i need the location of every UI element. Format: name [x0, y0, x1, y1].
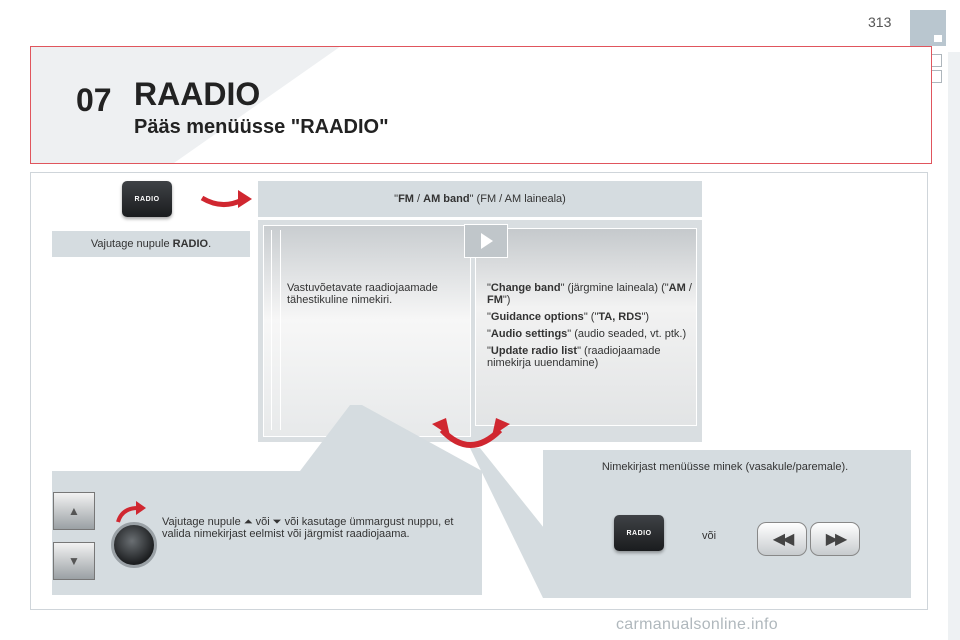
side-strip [948, 52, 960, 640]
arrow-head-knob [136, 501, 146, 515]
up-arrow-button[interactable]: ▲ [53, 492, 95, 530]
seek-back-icon: ◀◀ [772, 531, 795, 548]
screen-list-pane [263, 225, 471, 437]
knob-instruction-text: Vajutage nupule ⏶ või ⏷ või kasutage ümm… [162, 516, 472, 540]
guidance-label: Guidance options [490, 311, 584, 323]
page-number: 313 [868, 14, 892, 30]
change-band-desc: (järgmine laineala) (" [564, 282, 669, 294]
menu-guidance-options[interactable]: "Guidance options" ("TA, RDS") [487, 311, 650, 323]
seek-forward-icon: ▶▶ [825, 531, 848, 548]
band-menu-bar: "FM / AM band" (FM / AM laineala) [258, 181, 702, 217]
close-paren: ") [502, 294, 511, 306]
callout-connector-left [300, 405, 482, 471]
down-arrow-button[interactable]: ▼ [53, 542, 95, 580]
rotate-arrow-icon [200, 195, 244, 207]
rotate-arrow-icon [116, 506, 139, 523]
rotary-knob[interactable] [111, 522, 157, 568]
callout-connector-right [470, 448, 600, 598]
menu-update-radio-list[interactable]: "Update radio list" (raadiojaamade nimek… [487, 345, 661, 369]
press-text: Vajutage nupule [90, 238, 173, 250]
guidance-open: (" [587, 311, 599, 323]
navigation-instruction-text: Nimekirjast menüüsse minek (vasakule/par… [601, 461, 849, 473]
radio-menu-options: "Change band" (järgmine laineala) ("AM /… [487, 282, 692, 374]
knob-text-1: Vajutage nupule [162, 516, 244, 528]
page-subtitle: Pääs menüüsse "RAADIO" [134, 116, 389, 138]
knob-or: või [252, 516, 273, 528]
press-text-end: . [208, 238, 212, 250]
audio-desc: (audio seaded, vt. ptk.) [571, 328, 687, 340]
radio-button[interactable]: RADIO [122, 181, 172, 217]
slash: / [685, 282, 692, 294]
watermark: carmanualsonline.info [616, 616, 778, 633]
band-fm: FM [398, 193, 414, 205]
guidance-close: ") [641, 311, 650, 323]
chapter-number: 07 [76, 82, 112, 118]
up-triangle-icon: ⏶ [243, 516, 253, 528]
press-radio-instruction: Vajutage nupule RADIO. [52, 231, 250, 257]
seek-back-button[interactable]: ◀◀ [757, 522, 807, 556]
menu-audio-settings[interactable]: "Audio settings" (audio seaded, vt. ptk.… [487, 328, 687, 340]
play-icon[interactable] [464, 224, 508, 258]
down-triangle-icon: ⏷ [272, 516, 282, 528]
change-band-label: Change band [490, 282, 561, 294]
band-desc: (FM / AM laineala) [473, 193, 566, 205]
band-sep: / [413, 193, 424, 205]
or-text: või [702, 530, 717, 542]
radio-button-label: RADIO [626, 529, 652, 537]
arrow-head-left [432, 418, 450, 436]
band-quote-close: " [469, 193, 474, 205]
radio-button-secondary[interactable]: RADIO [614, 515, 664, 551]
arrow-head [238, 190, 252, 208]
scroll-track[interactable] [271, 230, 281, 430]
chapter-side-tab [910, 10, 946, 46]
arrow-head-right [492, 418, 510, 436]
up-triangle-icon: ▲ [68, 504, 80, 518]
page-title: RAADIO [134, 76, 261, 112]
audio-label: Audio settings [490, 328, 568, 340]
update-label: Update radio list [490, 345, 578, 357]
menu-change-band[interactable]: "Change band" (järgmine laineala) ("AM /… [487, 282, 692, 306]
band-am: AM band [423, 193, 470, 205]
down-triangle-icon: ▼ [68, 554, 80, 568]
radio-button-label: RADIO [134, 195, 160, 203]
fm-label: FM [487, 294, 503, 306]
knob-text-2: või kasutage ümmargust nuppu, et valida … [162, 516, 454, 540]
update-desc: (raadiojaamade nimekirja uuendamine) [487, 345, 661, 369]
rotate-arrow-icon [439, 427, 503, 448]
am-label: AM [668, 282, 686, 294]
ta-rds-label: TA, RDS [598, 311, 642, 323]
press-text-bold: RADIO [172, 238, 209, 250]
station-list-description: Vastuvõetavate raadiojaamade tähestikuli… [287, 282, 438, 306]
band-quote: " [394, 193, 399, 205]
seek-forward-button[interactable]: ▶▶ [810, 522, 860, 556]
chapter-header [30, 46, 932, 164]
screen-menu-pane [475, 228, 697, 426]
